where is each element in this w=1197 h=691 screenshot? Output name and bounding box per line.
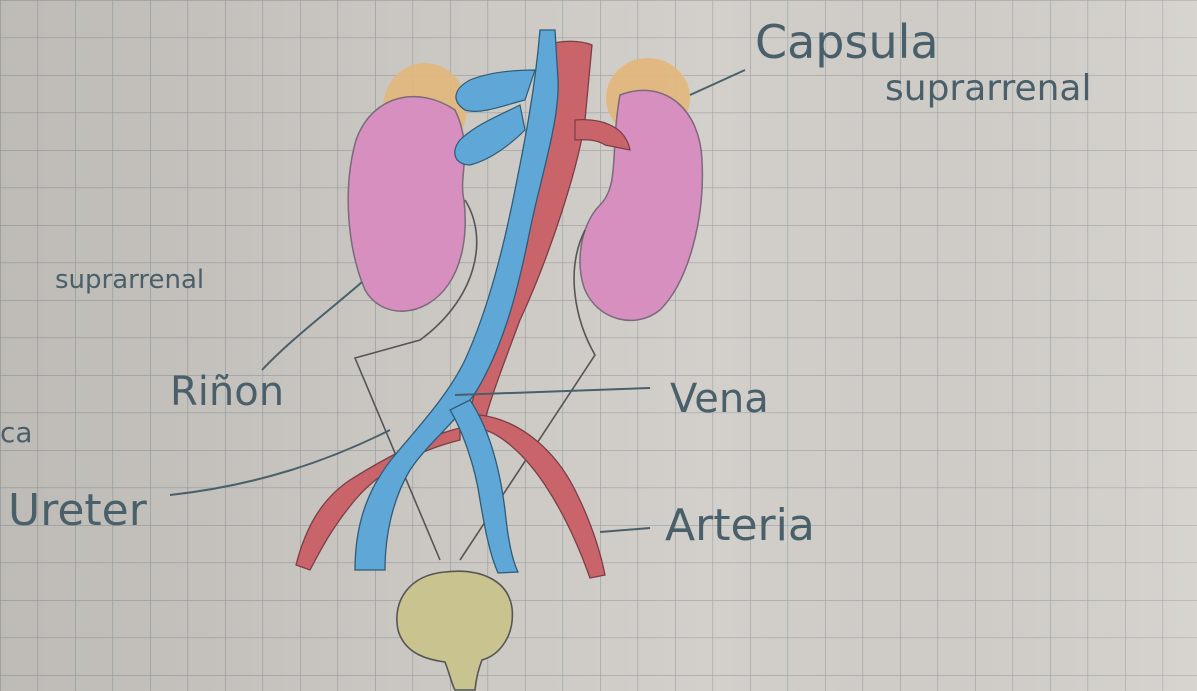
label-vena: Vena	[670, 376, 769, 422]
label-capsula: Capsula	[755, 15, 939, 69]
label-suprarrenal-right: suprarrenal	[885, 68, 1092, 109]
label-fragment-ca: ca	[0, 416, 33, 449]
label-suprarrenal-left: suprarrenal	[55, 265, 204, 295]
left-kidney	[348, 97, 465, 312]
label-ureter: Ureter	[8, 485, 148, 536]
label-rinon: Riñon	[170, 369, 284, 415]
label-arteria: Arteria	[665, 500, 815, 551]
